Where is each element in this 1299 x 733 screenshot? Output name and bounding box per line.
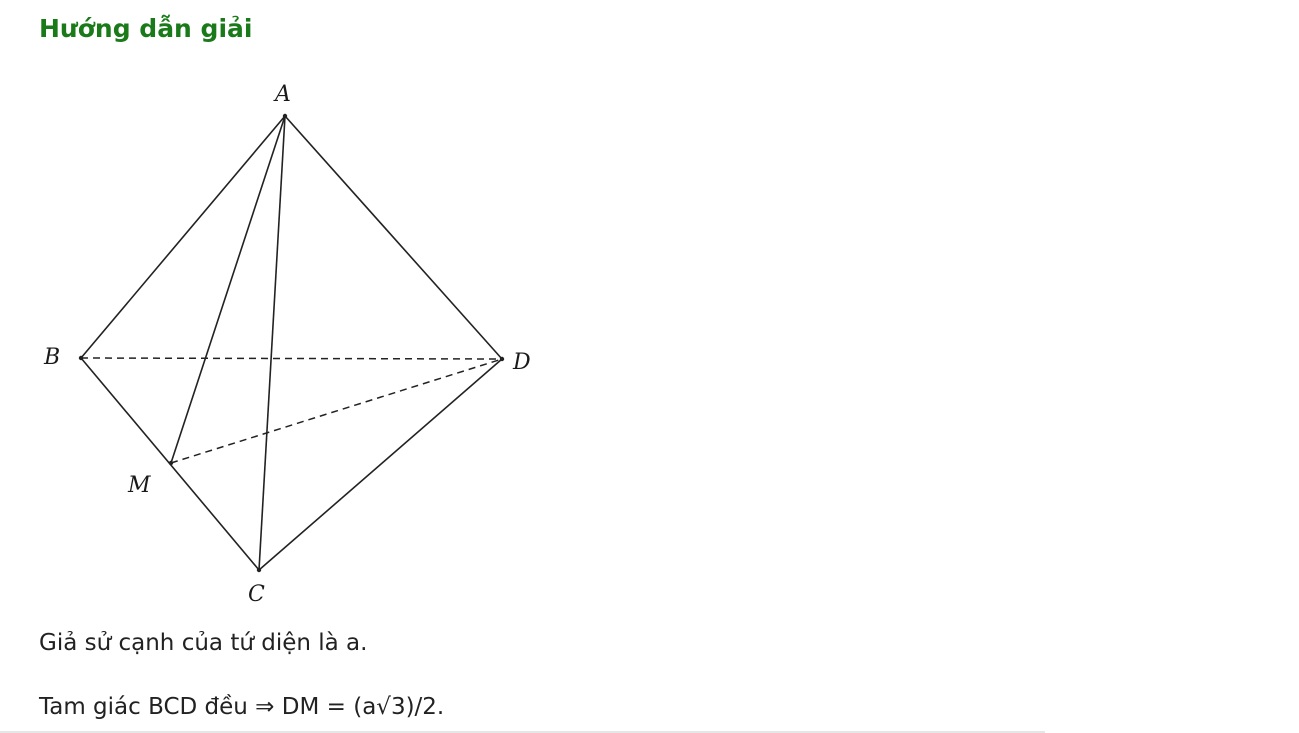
vertex-c [256, 567, 262, 573]
label-b: B [43, 345, 60, 370]
solution-heading: Hướng dẫn giải [39, 14, 253, 43]
edge-ab [80, 115, 286, 359]
vertex-d [499, 356, 505, 362]
vertex-m [168, 460, 174, 466]
edge-ac [258, 115, 286, 571]
bottom-divider [0, 731, 1045, 733]
edge-md-dashed [170, 358, 503, 464]
solution-paragraph-1: Giả sử cạnh của tứ diện là a. [39, 630, 368, 656]
label-a: A [273, 82, 291, 107]
solution-paragraph-2: Tam giác BCD đều ⇒ DM = (a√3)/2. [39, 694, 445, 720]
label-d: D [512, 350, 531, 375]
edge-am [170, 115, 286, 464]
label-c: C [248, 582, 265, 607]
edge-ad [284, 115, 503, 360]
edge-bd-dashed [80, 357, 503, 360]
edge-cd [258, 358, 503, 571]
vertex-b [78, 355, 84, 361]
tetrahedron-figure: A B C D M [30, 70, 550, 615]
label-m: M [127, 473, 151, 498]
tetrahedron-diagram: A B C D M [43, 82, 531, 607]
vertex-a [282, 113, 288, 119]
